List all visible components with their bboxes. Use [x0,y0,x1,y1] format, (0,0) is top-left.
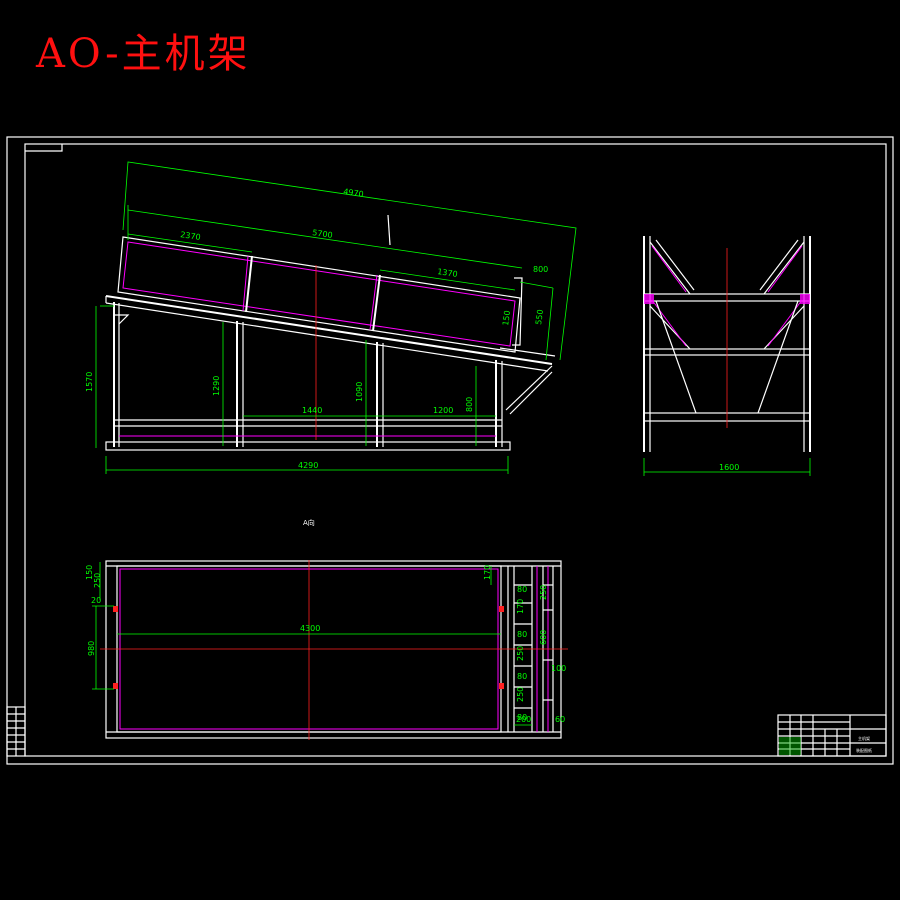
dim-side-mid-height: 1090 [355,382,364,402]
dim-plan-step-8: 80 [517,713,527,722]
view-a-label: A向 [303,518,315,527]
dim-plan-side-2: 600 [539,630,548,645]
dim-plan-width: 980 [87,641,96,656]
dim-plan-top-c: 20 [91,596,101,605]
dim-side-base-length: 4290 [298,461,318,470]
inclined-frame [117,236,521,353]
dim-plan-top-b: 250 [93,573,102,588]
dim-plan-step-1: 170 [483,565,492,580]
drawing-name: 主机架 [858,735,870,741]
end-elevation-view: 1600 [643,236,811,476]
side-elevation-view: 4970 5700 2370 1370 800 550 150 1570 129… [85,161,577,474]
revision-block [6,706,26,757]
dim-plan-step-7: 250 [516,687,525,702]
dim-plan-step-2: 80 [517,585,527,594]
dim-plan-top-a: 150 [85,565,94,580]
drawing-title: AO-主机架 [36,31,251,77]
dim-plan-step-4: 80 [517,630,527,639]
dim-plan-side-1: 250 [539,585,548,600]
dim-side-corner: 800 [533,265,548,274]
dim-plan-side-3: 100 [551,664,566,673]
dim-side-seg-left: 2370 [180,230,201,242]
dim-side-end-top: 150 [501,310,512,326]
company-name: 装配图纸 [856,747,872,753]
dim-plan-step-3: 170 [516,599,525,614]
dim-side-overall-length: 4970 [343,187,364,199]
dim-plan-step-5: 250 [516,646,525,661]
dim-plan-length: 4300 [300,624,320,633]
dim-plan-bottom-2: 60 [555,715,565,724]
dim-side-span-1: 1440 [302,406,322,415]
dim-side-leg-height: 1290 [212,376,221,396]
dim-side-seg-right: 1370 [437,267,458,279]
dim-side-top-span: 5700 [312,228,333,240]
dim-end-width: 1600 [719,463,739,472]
dim-side-span-2: 1200 [433,406,453,415]
title-block: 主机架 装配图纸 [777,714,887,757]
dim-plan-step-6: 80 [517,672,527,681]
sheet-border [6,136,894,765]
dim-plan-bottom-1: 200 [516,715,531,724]
dim-side-height: 1570 [85,372,94,392]
dim-side-rear-height: 800 [465,397,474,412]
dim-side-end-height: 550 [534,309,545,325]
plan-view: 4300 980 150 250 20 170 80 170 80 250 80… [85,560,568,740]
